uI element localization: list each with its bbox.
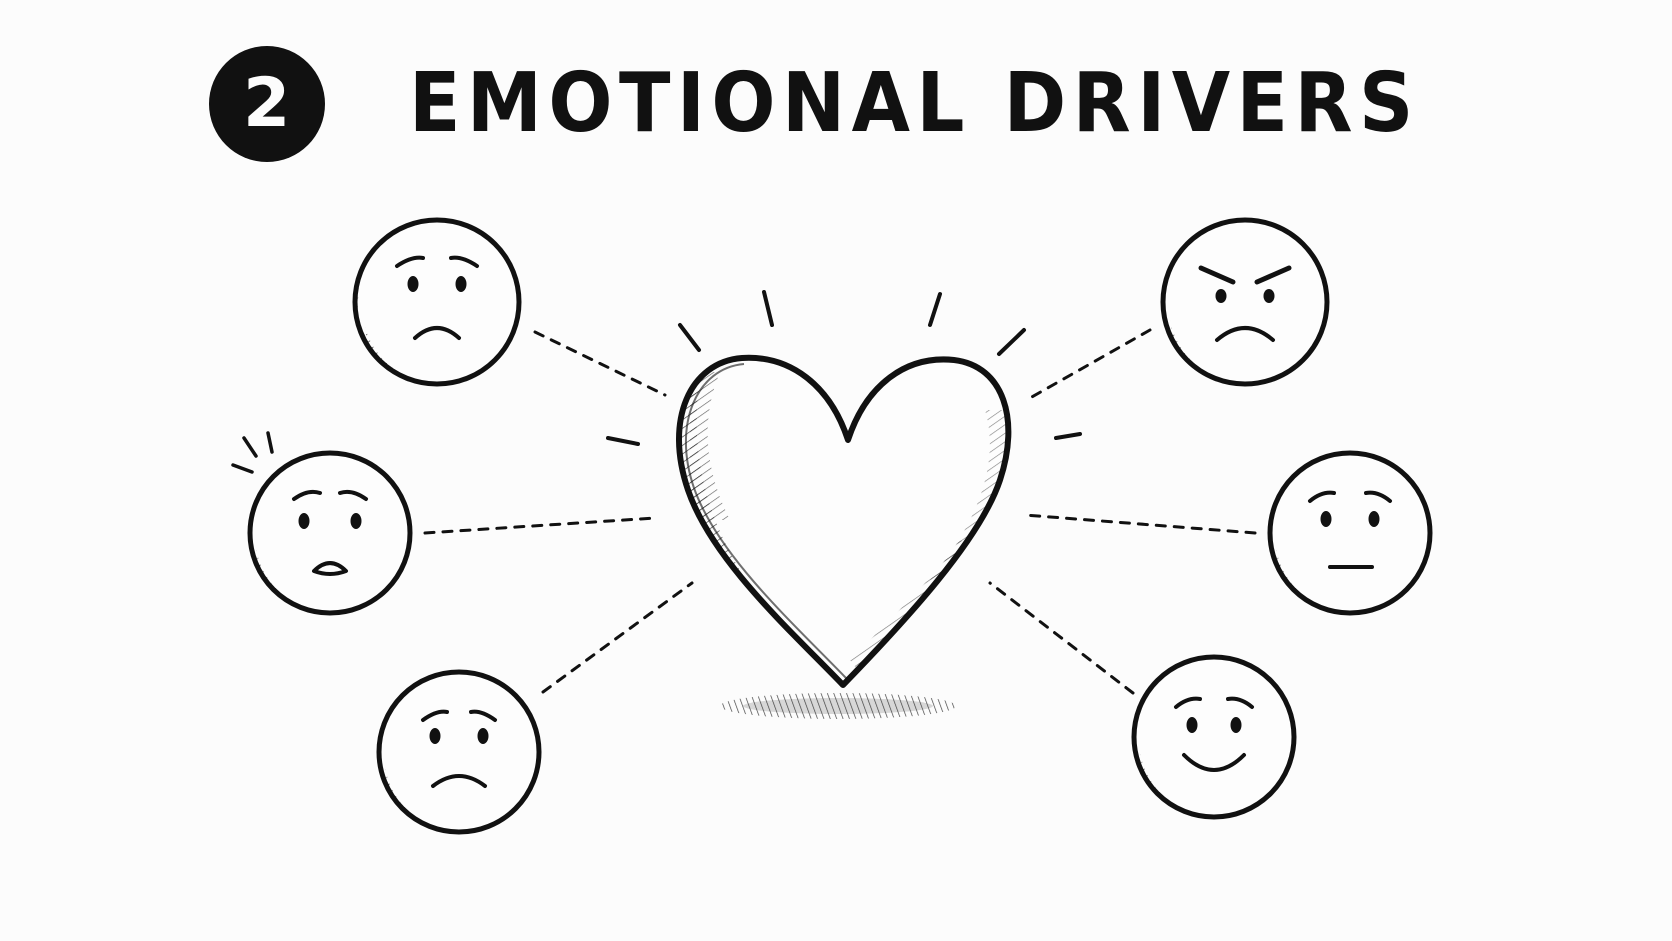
heart-glow-rays <box>606 290 1082 446</box>
happy-face-icon <box>1131 654 1297 820</box>
angry-face-icon <box>1160 217 1330 387</box>
title-row: 2 EMOTIONAL DRIVERS <box>0 44 1672 164</box>
connector-line-worried <box>533 330 667 397</box>
connector-line-sad <box>541 581 694 694</box>
anxious-face-icon <box>247 450 413 616</box>
connector-line-angry <box>1028 328 1152 400</box>
step-number-badge: 2 <box>208 46 325 162</box>
sad-face-icon <box>376 669 542 835</box>
concerned-face-icon <box>1267 450 1433 616</box>
anxious-marks <box>231 431 274 474</box>
connector-line-concerned <box>1023 513 1257 535</box>
connector-line-anxious <box>423 516 657 535</box>
worried-face-icon <box>352 217 522 387</box>
heart-shadow <box>720 693 956 719</box>
heart-icon <box>676 354 1012 688</box>
connector-line-happy <box>988 581 1135 695</box>
page-title: EMOTIONAL DRIVERS <box>408 56 1420 151</box>
connector-lines <box>423 328 1257 695</box>
